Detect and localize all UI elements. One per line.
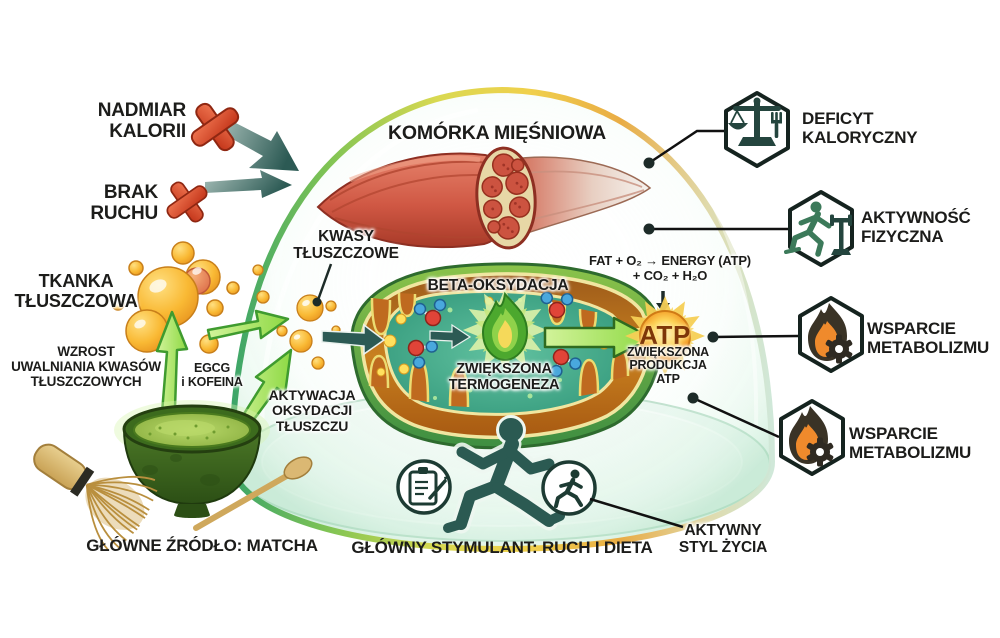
water-molecule-icon	[413, 298, 447, 327]
water-molecule-icon	[540, 291, 574, 319]
atp-label: ATP	[639, 320, 691, 350]
fatty-acid-droplets	[252, 263, 341, 370]
atp-sun	[625, 291, 705, 376]
exercise-badge	[541, 460, 597, 516]
connector-lines	[589, 129, 799, 529]
fat-tissue-label: TKANKA TŁUSZCZOWA	[14, 271, 138, 311]
thermogenesis-label: ZWIĘKSZONA TERMOGENEZA	[448, 361, 560, 393]
metabolism-support-label-2: WSPARCIE METABOLIZMU	[849, 424, 972, 462]
egcg-caffeine-label: EGCG i KOFEINA	[181, 361, 243, 389]
metabolism-support-label: WSPARCIE METABOLIZMU	[867, 319, 990, 357]
mitochondrion-illustration	[321, 262, 663, 450]
connector-dots	[643, 157, 719, 404]
stimulant-caption: GŁÓWNY STYMULANT: RUCH I DIETA	[351, 538, 653, 557]
diet-plan-badge	[396, 459, 452, 515]
excess-calories-arrow	[218, 117, 299, 171]
fatty-acids-label: KWASY TŁUSZCZOWE	[293, 228, 399, 263]
water-molecule-icon	[407, 339, 438, 369]
physical-activity-hex	[784, 190, 854, 267]
metabolism-support-hex	[779, 399, 845, 476]
water-molecule-icon	[550, 348, 582, 378]
right-panel-hexagons	[724, 91, 864, 476]
red-x-icon	[166, 181, 208, 223]
muscle-illustration	[316, 146, 652, 250]
fat-tissue-bubbles	[111, 241, 240, 354]
no-movement-arrow	[205, 170, 292, 198]
matcha-caption: GŁÓWNE ŹRÓDŁO: MATCHA	[86, 536, 318, 555]
no-movement-label: BRAK RUCHU	[90, 182, 158, 224]
physical-activity-label: AKTYWNOŚĆ FIZYCZNA	[861, 208, 971, 246]
bamboo-whisk-icon	[33, 443, 158, 551]
active-lifestyle-label: AKTYWNY STYL ŻYCIA	[678, 522, 768, 557]
blocked-inputs	[166, 102, 299, 223]
oxidation-step-arrow	[429, 323, 472, 350]
fat-entry-arrow	[321, 323, 386, 356]
runner-silhouette	[443, 415, 565, 534]
bamboo-spoon-icon	[193, 456, 313, 531]
beta-oxidation-label: BETA-OKSYDACJA	[427, 277, 569, 294]
runner-dumbbell-icon	[784, 201, 852, 257]
red-x-icon	[190, 102, 240, 152]
thermogenesis-flame-icon	[463, 288, 547, 372]
caloric-deficit-hex	[724, 91, 790, 168]
atp-production-label: ZWIĘKSZONA PRODUKCJA ATP	[626, 345, 710, 386]
mini-runner-icon	[554, 469, 583, 508]
metabolism-support-hex	[798, 296, 864, 373]
excess-calories-label: NADMIAR KALORII	[97, 100, 187, 142]
balance-scale-fork-icon	[728, 97, 782, 146]
atp-output-arrow	[543, 316, 654, 359]
matcha-bowl-illustration	[33, 400, 313, 551]
fatty-acids-pointer-line	[316, 263, 333, 301]
clipboard-pencil-icon	[408, 467, 449, 506]
energy-formula-label: FAT + O₂ → ENERGY (ATP) + CO₂ + H₂O	[589, 253, 751, 283]
muscle-cell-label: KOMÓRKA MIĘŚNIOWA	[388, 122, 606, 144]
caloric-deficit-label: DEFICYT KALORYCZNY	[802, 109, 918, 147]
fat-oxidation-activation-label: AKTYWACJA OKSYDACJI TŁUSZCZU	[268, 387, 356, 434]
fatty-acid-release-label: WZROST UWALNIANIA KWASÓW TŁUSZCZOWYCH	[11, 344, 161, 389]
